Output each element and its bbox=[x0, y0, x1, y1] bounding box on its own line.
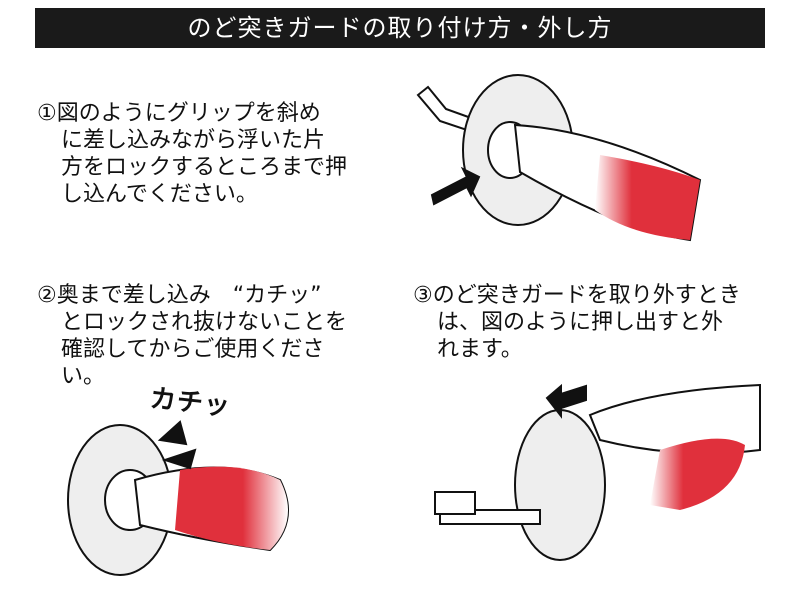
illustration-step-2 bbox=[67, 420, 289, 576]
step-text-line: ③のど突きガードを取り外すとき bbox=[413, 283, 741, 308]
step-text-line: れます。 bbox=[437, 337, 523, 362]
step-text-line: い。 bbox=[61, 364, 106, 389]
step-text-line: 確認してからご使用くださ bbox=[61, 337, 325, 362]
step-text-line: ①図のようにグリップを斜め bbox=[37, 101, 321, 126]
illustration-step-3 bbox=[434, 383, 761, 561]
step-1-instructions: ①図のようにグリップを斜め に差し込みながら浮いた片 方をロックするところまで押… bbox=[37, 100, 347, 208]
click-mark-icon bbox=[157, 420, 197, 470]
illustration-step-1 bbox=[416, 74, 702, 242]
arrow-icon bbox=[430, 166, 481, 206]
step-text-line: とロックされ抜けないことを bbox=[61, 310, 348, 335]
page-title-banner: のど突きガードの取り付け方・外し方 bbox=[35, 8, 765, 48]
page-title: のど突きガードの取り付け方・外し方 bbox=[187, 14, 613, 42]
guard-disk bbox=[514, 409, 606, 561]
step-3-instructions: ③のど突きガードを取り外すとき は、図のように押し出すと外 れます。 bbox=[413, 282, 741, 363]
step-text-line: し込んでください。 bbox=[61, 182, 258, 207]
step-text-line: は、図のように押し出すと外 bbox=[437, 310, 724, 335]
arrow-icon bbox=[545, 383, 587, 419]
step-text-line: ②奥まで差し込み “カチッ” bbox=[37, 283, 322, 308]
toothbrush-icon bbox=[434, 491, 476, 515]
step-2-instructions: ②奥まで差し込み “カチッ” とロックされ抜けないことを 確認してからご使用くだ… bbox=[37, 282, 347, 390]
step-text-line: に差し込みながら浮いた片 bbox=[61, 128, 326, 153]
step-text-line: 方をロックするところまで押 bbox=[61, 155, 348, 180]
finger bbox=[588, 383, 761, 455]
